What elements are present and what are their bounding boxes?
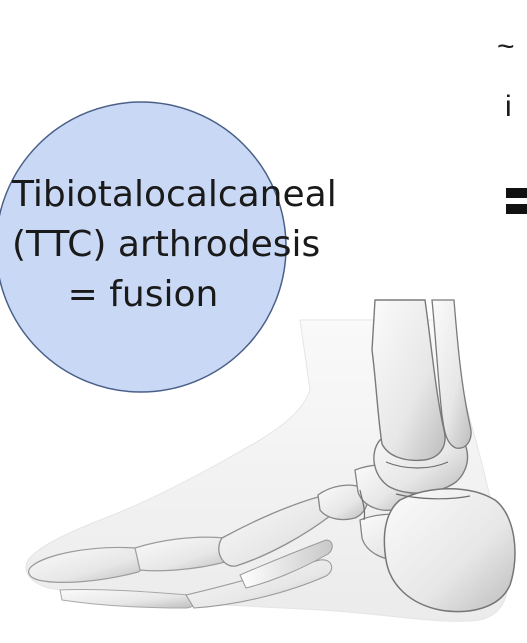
calcaneus-bone [384,489,515,612]
bullet-icon [506,188,527,214]
cropped-text-line-1: ~ [497,30,515,64]
callout-circle [0,102,286,392]
cropped-text-line-2: i [505,90,512,124]
